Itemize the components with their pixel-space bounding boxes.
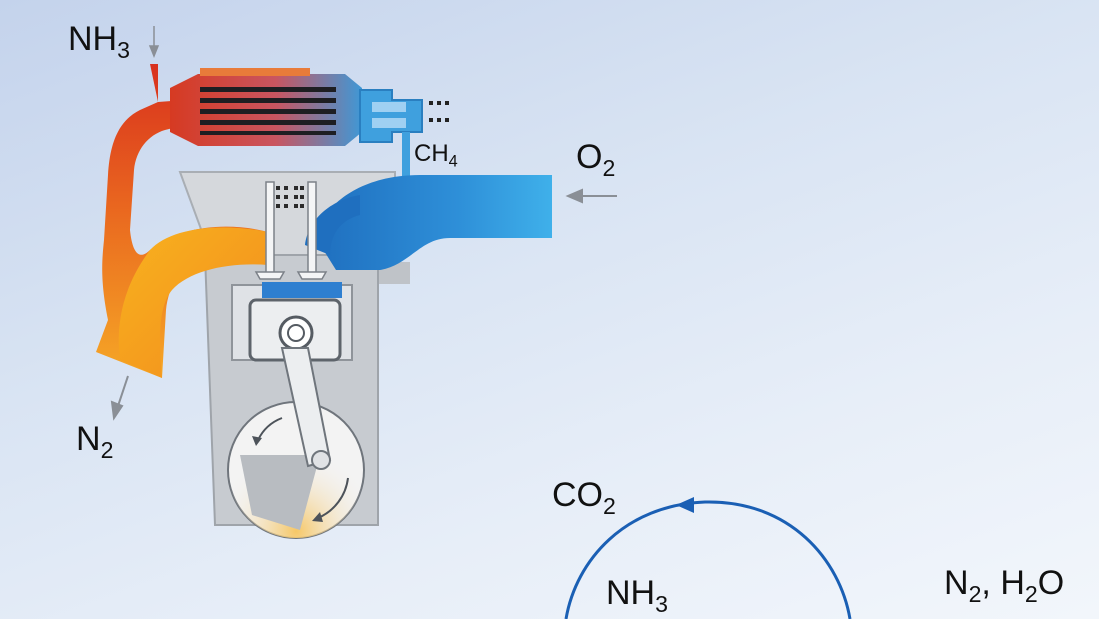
carbon-cycle-arc [564,500,852,619]
crank-counterweight [240,455,320,530]
valves [254,181,328,280]
fuel-line [402,132,410,192]
injector-dots [429,101,449,122]
ch4-label: CH4 [414,140,458,171]
o2-inlet-label: O2 [576,138,616,182]
n2-arrow [110,375,129,421]
crank-pin [311,450,331,470]
exhaust-port [118,227,269,378]
cycle-arrowhead [676,497,694,513]
co2-label: CO2 [552,476,616,520]
n2-h2o-label: N2, H2O [944,564,1065,608]
n2-outlet-label: N2 [76,420,114,464]
combustion-chamber [262,282,342,298]
cracker-fins [200,87,336,135]
nh3-inlet-label: NH3 [68,20,130,64]
o2-arrow [565,188,617,204]
injector-body [359,89,423,143]
cycle-nh3-label: NH3 [606,574,668,618]
intake-manifold [316,175,552,270]
spark-dots [276,186,304,208]
nh3-arrow [148,26,160,59]
